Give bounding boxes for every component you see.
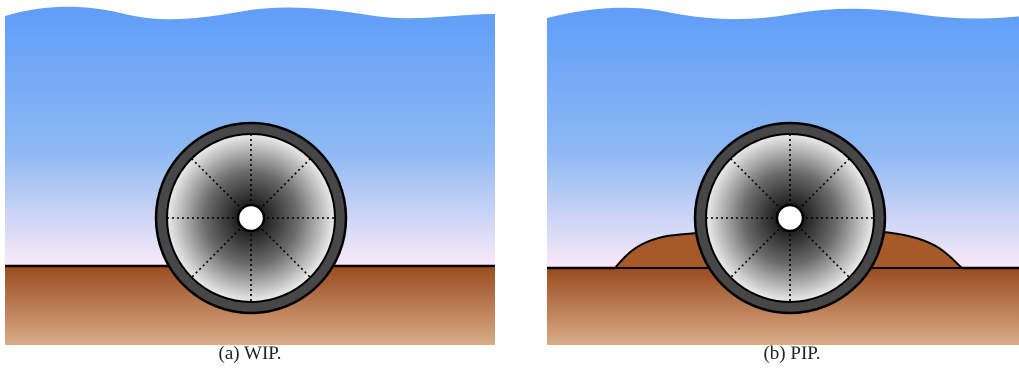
wip-diagram [5,6,495,345]
figure-pip: (b) PIP. [547,0,1019,389]
pipe-cross-section-icon [154,121,348,315]
figure-wip: (a) WIP. [5,0,495,389]
pip-diagram [547,7,1019,345]
pipe-cross-section-icon [693,121,887,315]
caption-wip: (a) WIP. [218,343,282,364]
caption-pip: (b) PIP. [763,343,821,364]
